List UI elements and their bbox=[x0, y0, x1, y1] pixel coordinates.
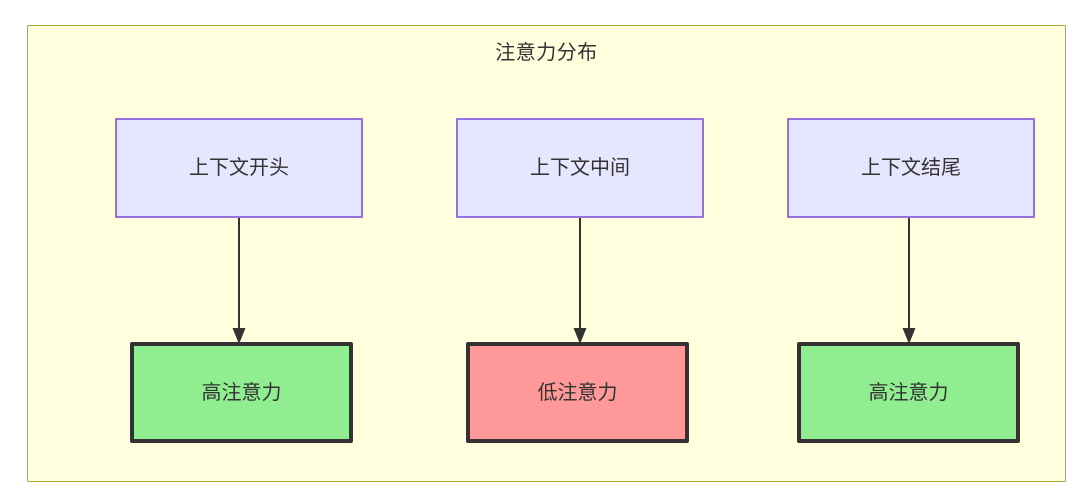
arrow-down-icon bbox=[902, 218, 916, 344]
edge-end-to-high-attention bbox=[902, 218, 916, 344]
node-label: 高注意力 bbox=[868, 381, 949, 404]
diagram-title: 注意力分布 bbox=[495, 42, 598, 64]
edge-start-to-high-attention bbox=[232, 218, 246, 344]
attention-distribution-cluster: 注意力分布 上下文开头 上下文中间 上下文结尾 bbox=[27, 25, 1066, 482]
node-label: 上下文中间 bbox=[530, 157, 630, 179]
arrow-down-icon bbox=[573, 218, 587, 344]
edge-middle-to-low-attention bbox=[573, 218, 587, 344]
node-low-attention-middle[interactable]: 低注意力 bbox=[466, 342, 689, 443]
node-label: 上下文开头 bbox=[189, 157, 289, 179]
node-label: 上下文结尾 bbox=[861, 157, 961, 179]
node-context-middle[interactable]: 上下文中间 bbox=[456, 118, 704, 218]
node-high-attention-end[interactable]: 高注意力 bbox=[797, 342, 1020, 443]
node-label: 高注意力 bbox=[201, 381, 282, 404]
node-label: 低注意力 bbox=[537, 381, 618, 404]
arrow-down-icon bbox=[232, 218, 246, 344]
node-context-start[interactable]: 上下文开头 bbox=[115, 118, 363, 218]
node-context-end[interactable]: 上下文结尾 bbox=[787, 118, 1035, 218]
node-high-attention-start[interactable]: 高注意力 bbox=[130, 342, 353, 443]
